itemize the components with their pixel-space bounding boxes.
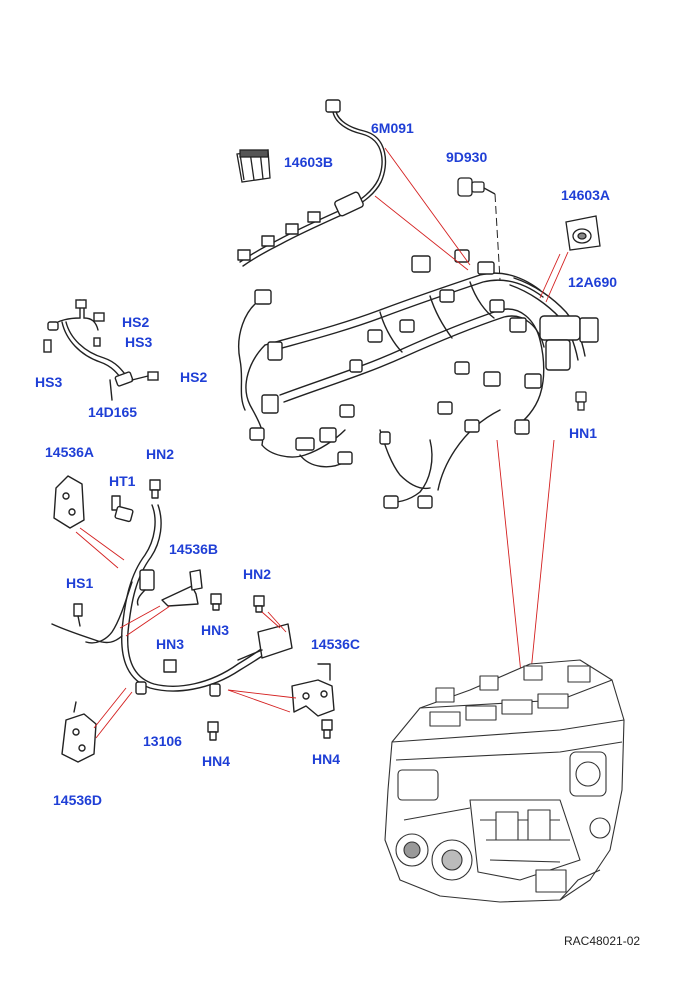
callout-14603a: 14603A <box>561 187 611 203</box>
callout-14603b: 14603B <box>284 154 334 170</box>
callout-14536b: 14536B <box>169 541 219 557</box>
callout-hn2-upper: HN2 <box>146 446 175 462</box>
callout-hn4-right: HN4 <box>312 751 341 767</box>
14d165-hose <box>43 299 159 401</box>
callout-hs3-left: HS3 <box>35 374 63 390</box>
reference-code: RAC48021-02 <box>564 934 641 948</box>
main-leader-lines <box>374 147 569 723</box>
9d930-dash-line <box>494 193 501 281</box>
hn1-nut <box>575 391 587 411</box>
callout-hs2-lower: HS2 <box>180 369 208 385</box>
13106-lower-harness <box>51 475 335 763</box>
callout-14536c: 14536C <box>311 636 361 652</box>
callout-hn1: HN1 <box>569 425 598 441</box>
callout-hs1: HS1 <box>66 575 94 591</box>
callout-13106: 13106 <box>143 733 182 749</box>
callout-14d165: 14D165 <box>88 404 138 420</box>
callout-14536d: 14536D <box>53 792 103 808</box>
callout-hn3-right: HN3 <box>201 622 230 638</box>
14603a-grommet <box>565 215 601 251</box>
callout-12a690: 12A690 <box>568 274 618 290</box>
callout-hs3-right: HS3 <box>125 334 153 350</box>
callout-6m091: 6M091 <box>371 120 414 136</box>
callout-hs2-upper: HS2 <box>122 314 150 330</box>
callout-hn2-lower: HN2 <box>243 566 272 582</box>
callout-ht1: HT1 <box>109 473 136 489</box>
callout-hn3-left: HN3 <box>156 636 185 652</box>
9d930-sensor <box>457 177 496 197</box>
callout-14536a: 14536A <box>45 444 95 460</box>
main-engine-harness <box>237 99 599 509</box>
callout-9d930: 9D930 <box>446 149 488 165</box>
callout-hn4-left: HN4 <box>202 753 231 769</box>
engine-block-illustration <box>384 659 625 903</box>
14603b-grommet <box>236 149 271 183</box>
lower-leader-lines <box>75 527 297 739</box>
